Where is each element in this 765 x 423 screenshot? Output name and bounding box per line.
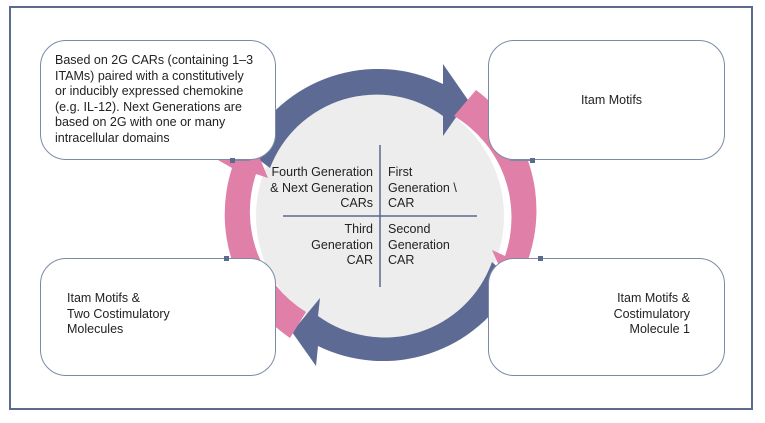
second-gen-description: Itam Motifs & Costimulatory Molecule 1 — [613, 291, 690, 336]
second-gen-description-box: Itam Motifs & Costimulatory Molecule 1 — [488, 258, 725, 376]
connector-bottom-left — [228, 258, 244, 259]
connector-top-right — [510, 160, 532, 161]
connector-dot-top-left — [230, 158, 235, 163]
top-arrow — [246, 64, 468, 168]
bottom-arrow — [292, 262, 514, 366]
connector-dot-bottom-right — [538, 256, 543, 261]
third-gen-description-box: Itam Motifs & Two Costimulatory Molecule… — [40, 258, 276, 376]
fourth-gen-description: Based on 2G CARs (containing 1–3 ITAMs) … — [55, 53, 254, 145]
right-arrow — [454, 90, 543, 286]
connector-bottom-right — [520, 258, 542, 259]
connector-dot-bottom-left — [224, 256, 229, 261]
quadrant-fourth-generation: Fourth Generation & Next Generation CARs — [270, 165, 373, 210]
fourth-gen-description-box: Based on 2G CARs (containing 1–3 ITAMs) … — [40, 40, 276, 160]
quadrant-third-generation: Third Generation CAR — [311, 222, 373, 267]
first-gen-description-box: Itam Motifs — [488, 40, 725, 160]
quadrant-first-generation: First Generation \ CAR — [388, 165, 457, 210]
left-arrow — [218, 144, 306, 338]
connector-dot-top-right — [530, 158, 535, 163]
diagram-frame — [9, 6, 753, 410]
quadrant-second-generation: Second Generation CAR — [388, 222, 450, 267]
first-gen-description: Itam Motifs — [580, 93, 643, 107]
third-gen-description: Itam Motifs & Two Costimulatory Molecule… — [67, 291, 170, 336]
connector-top-left — [234, 160, 250, 161]
